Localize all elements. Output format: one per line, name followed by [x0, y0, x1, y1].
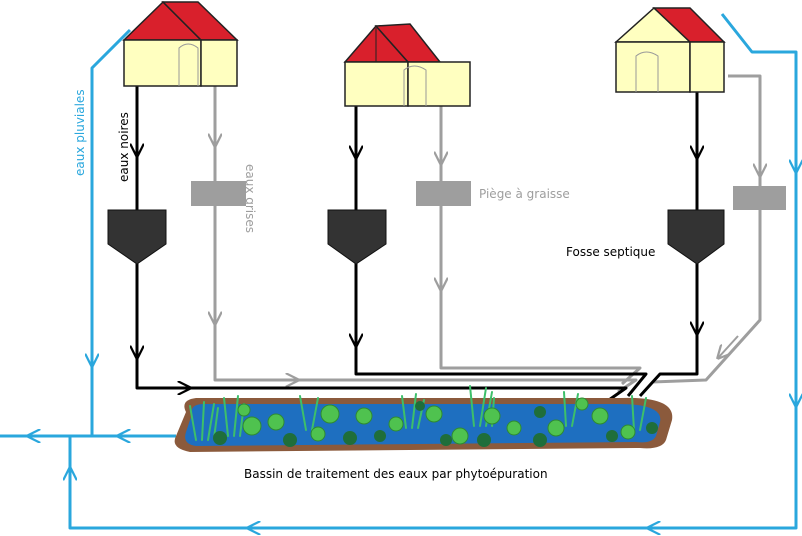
house-1 — [122, 0, 239, 87]
rain-pipe-left — [90, 28, 132, 436]
grease-trap-3 — [733, 186, 786, 210]
house-2 — [343, 23, 471, 107]
black-water-arrows — [137, 126, 697, 388]
house-3 — [614, 6, 726, 93]
grease-traps — [191, 181, 786, 210]
septic-tank-1 — [107, 209, 167, 265]
treatment-pond — [174, 385, 673, 452]
grease-trap-1 — [191, 181, 246, 206]
plants-dark — [213, 401, 658, 447]
label-eaux-pluviales: eaux pluviales — [73, 89, 87, 176]
label-eaux-grises: eaux grises — [243, 164, 257, 233]
septic-tanks — [107, 209, 725, 265]
septic-tank-2 — [327, 209, 387, 265]
grey-pipe-house1 — [213, 86, 638, 394]
septic-tank-3 — [667, 209, 725, 265]
reeds — [189, 385, 647, 441]
rain-pipe-right — [68, 13, 798, 530]
label-fosse-septique: Fosse septique — [566, 245, 655, 259]
grey-pipe-house2 — [439, 106, 642, 386]
black-water-network — [135, 86, 699, 404]
label-piege-a-graisse: Piège à graisse — [479, 187, 570, 201]
label-bassin: Bassin de traitement des eaux par phytoé… — [244, 467, 548, 481]
plants-light — [237, 397, 636, 445]
grease-trap-2 — [416, 181, 471, 206]
grey-water-arrows — [215, 118, 760, 380]
label-eaux-noires: eaux noires — [117, 112, 131, 182]
grey-water-network — [213, 74, 762, 394]
rain-water-network — [0, 13, 798, 530]
grey-pipe-house3 — [651, 74, 762, 384]
